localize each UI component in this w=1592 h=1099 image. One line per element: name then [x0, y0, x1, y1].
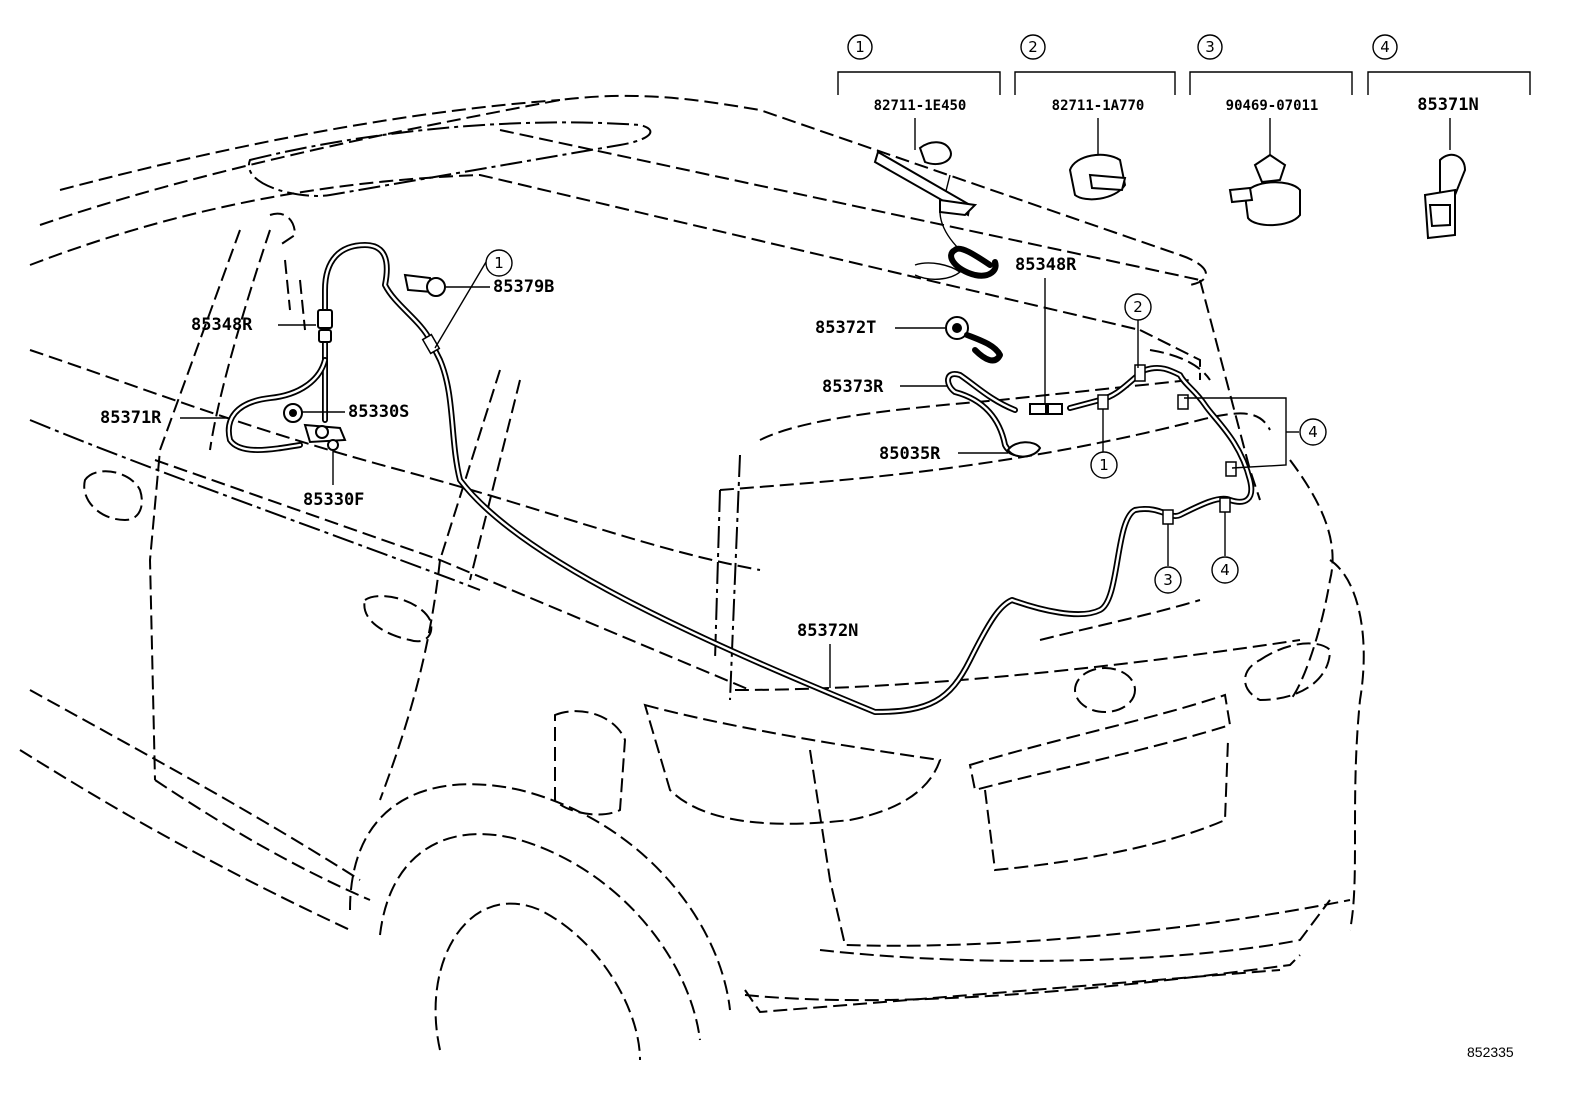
callout-4-right-num: 4 — [1308, 423, 1318, 441]
callout-group-4-part: 85371N — [1417, 95, 1478, 115]
washer-hose-85373R — [945, 371, 1033, 457]
callout-4-bottom-num: 4 — [1220, 561, 1230, 579]
callout-1-mid-num: 1 — [1099, 456, 1109, 474]
vehicle-body-outline — [19, 94, 1365, 1061]
washer-pump-85330F — [303, 423, 347, 451]
label-85373R-text: 85373R — [822, 377, 884, 397]
label-85348R-right-text: 85348R — [1015, 255, 1077, 275]
callout-2-top-num: 2 — [1133, 298, 1143, 316]
callout-3-bottom-num: 3 — [1163, 571, 1173, 589]
callout-1-mid: 1 — [1090, 409, 1118, 479]
joint-85348R-left — [317, 309, 333, 343]
callout-1-left-num: 1 — [494, 254, 504, 272]
label-85373R: 85373R — [822, 377, 948, 397]
label-85379B: 85379B — [446, 277, 554, 297]
label-85348R-left-text: 85348R — [191, 315, 253, 335]
callout-3-bottom: 3 — [1154, 524, 1182, 594]
callout-group-1: 1 82711-1E450 — [837, 34, 1001, 217]
label-85372N-text: 85372N — [797, 621, 858, 641]
label-85371R: 85371R — [100, 408, 228, 428]
callout-group-4: 4 85371N — [1367, 34, 1531, 240]
callout-1-left: 1 — [434, 249, 513, 349]
label-85330F: 85330F — [303, 450, 364, 510]
label-85372T-text: 85372T — [815, 318, 876, 338]
label-85379B-text: 85379B — [493, 277, 554, 297]
callout-group-4-num: 4 — [1380, 38, 1390, 56]
joint-85348R-right — [1029, 403, 1063, 415]
callout-group-3: 3 90469-07011 — [1189, 34, 1353, 227]
washer-hose-85371R — [225, 357, 328, 453]
callout-4-right: 4 — [1184, 397, 1327, 469]
label-85035R-text: 85035R — [879, 444, 941, 464]
callout-group-1-part: 82711-1E450 — [874, 98, 967, 114]
callout-group-3-num: 3 — [1205, 38, 1215, 56]
hose-clips — [421, 333, 1237, 525]
diagram-reference-number: 852335 — [1467, 1044, 1514, 1060]
label-85330S-text: 85330S — [348, 402, 409, 422]
grommet-85330S — [283, 403, 303, 423]
callout-group-1-num: 1 — [855, 38, 865, 56]
nozzle-85035R — [1006, 441, 1042, 458]
label-85330F-text: 85330F — [303, 490, 364, 510]
callout-group-3-part: 90469-07011 — [1226, 98, 1319, 114]
label-85348R-right: 85348R — [1015, 255, 1077, 404]
label-85035R: 85035R — [879, 444, 1008, 464]
callout-2-top: 2 — [1124, 293, 1152, 368]
washer-hose-85372N — [322, 242, 1255, 715]
label-85371R-text: 85371R — [100, 408, 162, 428]
label-85348R-left: 85348R — [191, 315, 316, 335]
clip-85372T — [945, 316, 1003, 364]
callout-group-2-part: 82711-1A770 — [1052, 98, 1145, 114]
check-valve-85379B — [403, 273, 446, 297]
callout-group-2-num: 2 — [1028, 38, 1038, 56]
callout-group-2: 2 82711-1A770 — [1014, 34, 1176, 201]
label-85372N: 85372N — [797, 621, 858, 688]
label-85330S: 85330S — [302, 402, 409, 422]
label-85372T: 85372T — [815, 318, 945, 338]
callout-4-bottom: 4 — [1211, 512, 1239, 584]
